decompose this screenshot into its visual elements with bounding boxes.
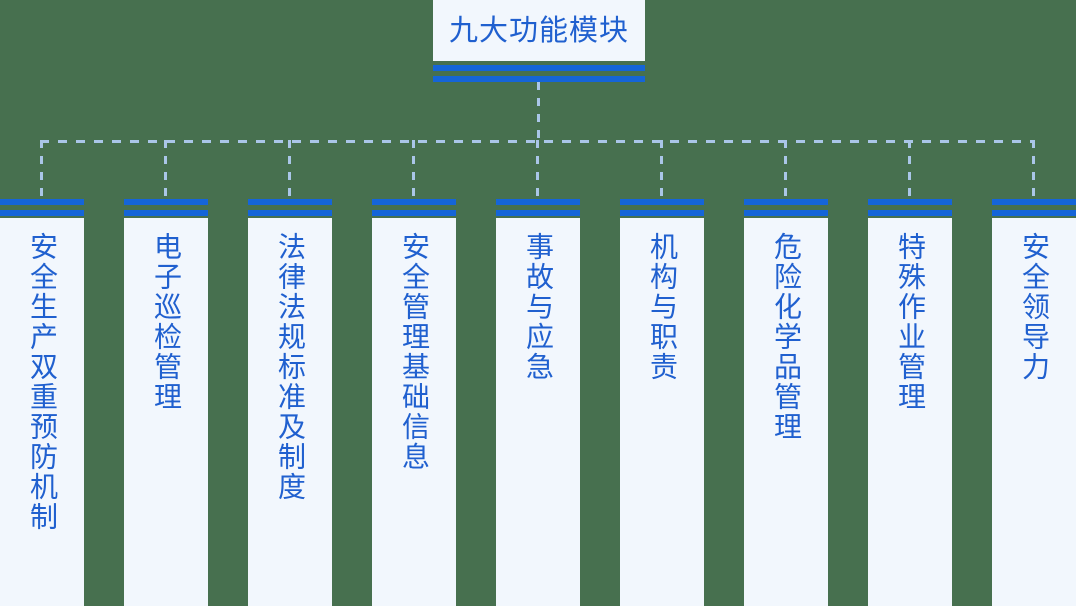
module-panel: 安全生产双重预防机制	[0, 218, 84, 606]
root-node-label: 九大功能模块	[448, 13, 629, 47]
module-label: 机构与职责	[646, 232, 680, 382]
root-node-panel: 九大功能模块	[433, 0, 645, 61]
module-accent-bar-bottom	[744, 210, 828, 216]
module-accent-bar-top	[372, 199, 456, 205]
module-accent-bar-top	[868, 199, 952, 205]
module-node-6[interactable]: 机构与职责	[620, 198, 704, 606]
module-panel: 机构与职责	[620, 218, 704, 606]
connector-root-stem	[537, 82, 540, 142]
module-accent-bar-top	[992, 199, 1076, 205]
module-node-9[interactable]: 安全领导力	[992, 198, 1076, 606]
module-accent-bar-top	[744, 199, 828, 205]
connector-drop-1	[40, 140, 43, 198]
module-node-3[interactable]: 法律法规标准及制度	[248, 198, 332, 606]
module-accent-bar-bottom	[992, 210, 1076, 216]
root-node[interactable]: 九大功能模块	[433, 0, 645, 82]
module-panel: 电子巡检管理	[124, 218, 208, 606]
module-label: 特殊作业管理	[894, 232, 928, 412]
module-label: 法律法规标准及制度	[274, 232, 308, 502]
module-label: 电子巡检管理	[150, 232, 184, 412]
module-label: 安全管理基础信息	[398, 232, 432, 472]
module-node-1[interactable]: 安全生产双重预防机制	[0, 198, 84, 606]
module-panel: 事故与应急	[496, 218, 580, 606]
module-accent-bar-bottom	[124, 210, 208, 216]
module-panel: 安全领导力	[992, 218, 1076, 606]
module-node-8[interactable]: 特殊作业管理	[868, 198, 952, 606]
connector-drop-8	[908, 140, 911, 198]
module-panel: 法律法规标准及制度	[248, 218, 332, 606]
root-accent-bar-top	[433, 65, 645, 71]
module-accent-bar-top	[620, 199, 704, 205]
module-accent-bar-bottom	[248, 210, 332, 216]
connector-drop-9	[1032, 140, 1035, 198]
module-accent-bar-bottom	[0, 210, 84, 216]
module-node-4[interactable]: 安全管理基础信息	[372, 198, 456, 606]
connector-drop-7	[784, 140, 787, 198]
module-accent-bar-bottom	[868, 210, 952, 216]
module-node-2[interactable]: 电子巡检管理	[124, 198, 208, 606]
module-label: 危险化学品管理	[770, 232, 804, 442]
module-node-7[interactable]: 危险化学品管理	[744, 198, 828, 606]
module-panel: 特殊作业管理	[868, 218, 952, 606]
module-accent-bar-bottom	[620, 210, 704, 216]
module-label: 事故与应急	[522, 232, 556, 382]
module-accent-bar-bottom	[496, 210, 580, 216]
module-accent-bar-top	[124, 199, 208, 205]
module-label: 安全生产双重预防机制	[26, 232, 60, 532]
module-accent-bar-top	[248, 199, 332, 205]
connector-drop-2	[164, 140, 167, 198]
module-accent-bar-top	[0, 199, 84, 205]
module-node-5[interactable]: 事故与应急	[496, 198, 580, 606]
connector-drop-3	[288, 140, 291, 198]
module-accent-bar-bottom	[372, 210, 456, 216]
connector-drop-6	[660, 140, 663, 198]
connector-drop-5	[536, 140, 539, 198]
module-panel: 安全管理基础信息	[372, 218, 456, 606]
module-label: 安全领导力	[1018, 232, 1052, 382]
root-accent-bar-bottom	[433, 76, 645, 82]
module-panel: 危险化学品管理	[744, 218, 828, 606]
connector-drop-4	[412, 140, 415, 198]
module-accent-bar-top	[496, 199, 580, 205]
